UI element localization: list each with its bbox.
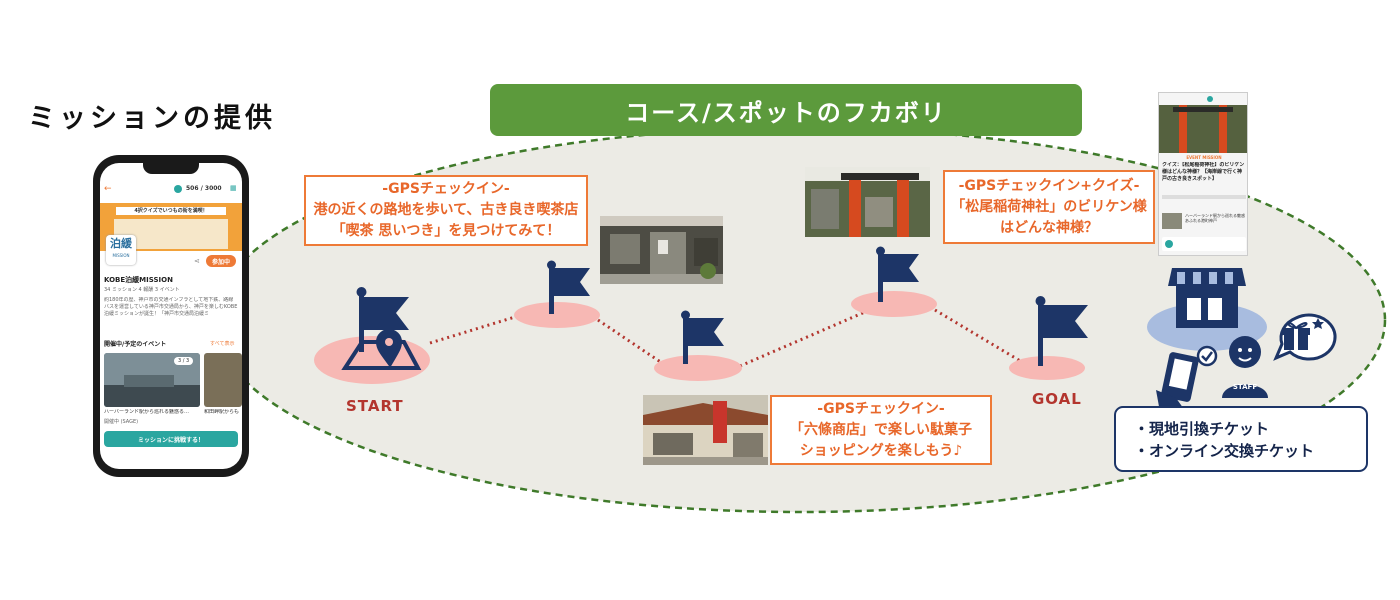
photo-matsuo-inari (805, 167, 930, 237)
start-flag-icon (356, 287, 409, 352)
mission-logo: 泊緩 MISSION (106, 235, 136, 265)
mission-stats: 34 ミッション 4 報酬 3 イベント (104, 287, 180, 293)
staff-person-icon (1222, 336, 1268, 398)
phone-notch (143, 161, 199, 174)
callout-rokujo-line1: -GPSチェックイン- (817, 400, 945, 417)
quiz-photo (1159, 105, 1247, 153)
calendar-icon[interactable]: ▦ (230, 184, 237, 192)
callout-matsuo-line3: はどんな神様？ (1000, 219, 1098, 236)
smartphone-screen: ← 506 / 3000 ▦ 4択クイズでいつもの街を満喫！ 泊緩 MISSIO… (100, 163, 242, 469)
ticket-item-local: ・現地引換チケット (1134, 420, 1270, 438)
flag-kissa-icon (547, 260, 590, 314)
spot-kissa (514, 302, 600, 328)
start-spot (314, 336, 430, 384)
start-label: START (346, 397, 404, 415)
spot-rokujo (654, 355, 742, 381)
event-card-2-title: 和田岬駅からも (204, 409, 240, 415)
callout-matsuo-line2: 「松尾稲荷神社」のビリケン様 (951, 198, 1147, 215)
profile-icon (1165, 240, 1173, 248)
check-circle-icon (1196, 345, 1218, 367)
callout-kissa-line2: 港の近くの路地を歩いて、古き良き喫茶店 (313, 202, 579, 218)
banner-text: 4択クイズでいつもの街を満喫！ (116, 207, 226, 215)
coin-icon-small (1207, 96, 1213, 102)
quiz-screen-preview: EVENT MISSION クイズ：【松尾稲荷神社】のビリケン様はどんな神様？【… (1158, 92, 1248, 256)
mission-title: KOBE泊緩MISSION (104, 276, 173, 284)
ticket-item-online: ・オンライン交換チケット (1134, 442, 1315, 460)
card-count-badge: 3 / 3 (174, 357, 194, 365)
thumb-image (1162, 213, 1182, 229)
callout-kissa-line1: -GPSチェックイン- (382, 181, 510, 197)
callout-kissa: -GPSチェックイン- 港の近くの路地を歩いて、古き良き喫茶店 「喫茶 思いつき… (304, 175, 588, 246)
join-badge-button[interactable]: 参加中 (206, 255, 236, 267)
start-mission-button[interactable]: ミッションに挑戦する！ (104, 431, 238, 447)
logo-text: 泊緩 (110, 237, 132, 250)
flag-goal-icon (1035, 296, 1088, 366)
logo-sub: MISSION (112, 253, 130, 258)
start-map-pin-icon (341, 329, 422, 370)
callout-matsuo: -GPSチェックイン+クイズ- 「松尾稲荷神社」のビリケン様 はどんな神様？ (943, 170, 1155, 244)
callout-rokujo: -GPSチェックイン- 「六條商店」で楽しい駄菓子 ショッピングを楽しもう♪ (770, 395, 992, 465)
event-mission-tag: EVENT MISSION (1186, 155, 1222, 160)
callout-rokujo-line3: ショッピングを楽しもう♪ (799, 442, 963, 459)
callout-matsuo-line1: -GPSチェックイン+クイズ- (958, 177, 1140, 194)
route-path (429, 308, 1023, 368)
events-heading: 開催中/予定のイベント (104, 341, 167, 348)
back-arrow-icon[interactable]: ← (104, 184, 112, 194)
event-card-1-title: ハーバーランド駅から巡れる魅惑る… (104, 409, 189, 415)
ticket-list-box: ・現地引換チケット ・オンライン交換チケット (1114, 406, 1368, 472)
course-spot-banner: コース/スポットのフカボリ (490, 84, 1082, 136)
coin-icon (174, 185, 182, 193)
share-icon[interactable]: ⋖ (194, 257, 200, 265)
section-title-mission: ミッションの提供 (28, 103, 276, 134)
goal-spot (1009, 356, 1085, 380)
spot-matsuo (851, 291, 937, 317)
store-icon (1168, 268, 1246, 328)
divider (1162, 195, 1246, 199)
callout-rokujo-line2: 「六條商店」で楽しい駄菓子 (790, 421, 972, 438)
bottom-bar (1162, 237, 1246, 251)
gift-speech-bubble-icon (1273, 313, 1337, 361)
see-all-link[interactable]: すべて表示 (210, 341, 235, 347)
event-card-2[interactable] (204, 353, 242, 407)
event-card-1[interactable]: 3 / 3 (104, 353, 200, 407)
flag-matsuo-icon (876, 246, 919, 302)
callout-kissa-line3: 「喫茶 思いつき」を見つけてみて！ (331, 223, 561, 239)
photo-rokujo-shoten (643, 395, 768, 465)
mission-description: 約180年の歴、神戸市の交通インフラとして地下鉄、路線バスを運営している神戸市交… (104, 297, 238, 317)
quiz-title: クイズ：【松尾稲荷神社】のビリケン様はどんな神様？【海岸線で行く神戸の古き良きス… (1162, 162, 1245, 182)
app-header: ← 506 / 3000 ▦ (100, 179, 242, 201)
photo-kissa-omoitsuki (600, 216, 723, 284)
staff-label: STAFF (1232, 383, 1258, 391)
related-mission-text: ハーバーランド駅から巡れる魅惑あふれる港町神戸 (1185, 213, 1245, 223)
flag-rokujo-icon (681, 310, 724, 364)
points-counter: 506 / 3000 (186, 185, 222, 192)
event-card-meta: 開催中 (SAGE) (104, 419, 139, 425)
goal-label: GOAL (1032, 390, 1082, 408)
